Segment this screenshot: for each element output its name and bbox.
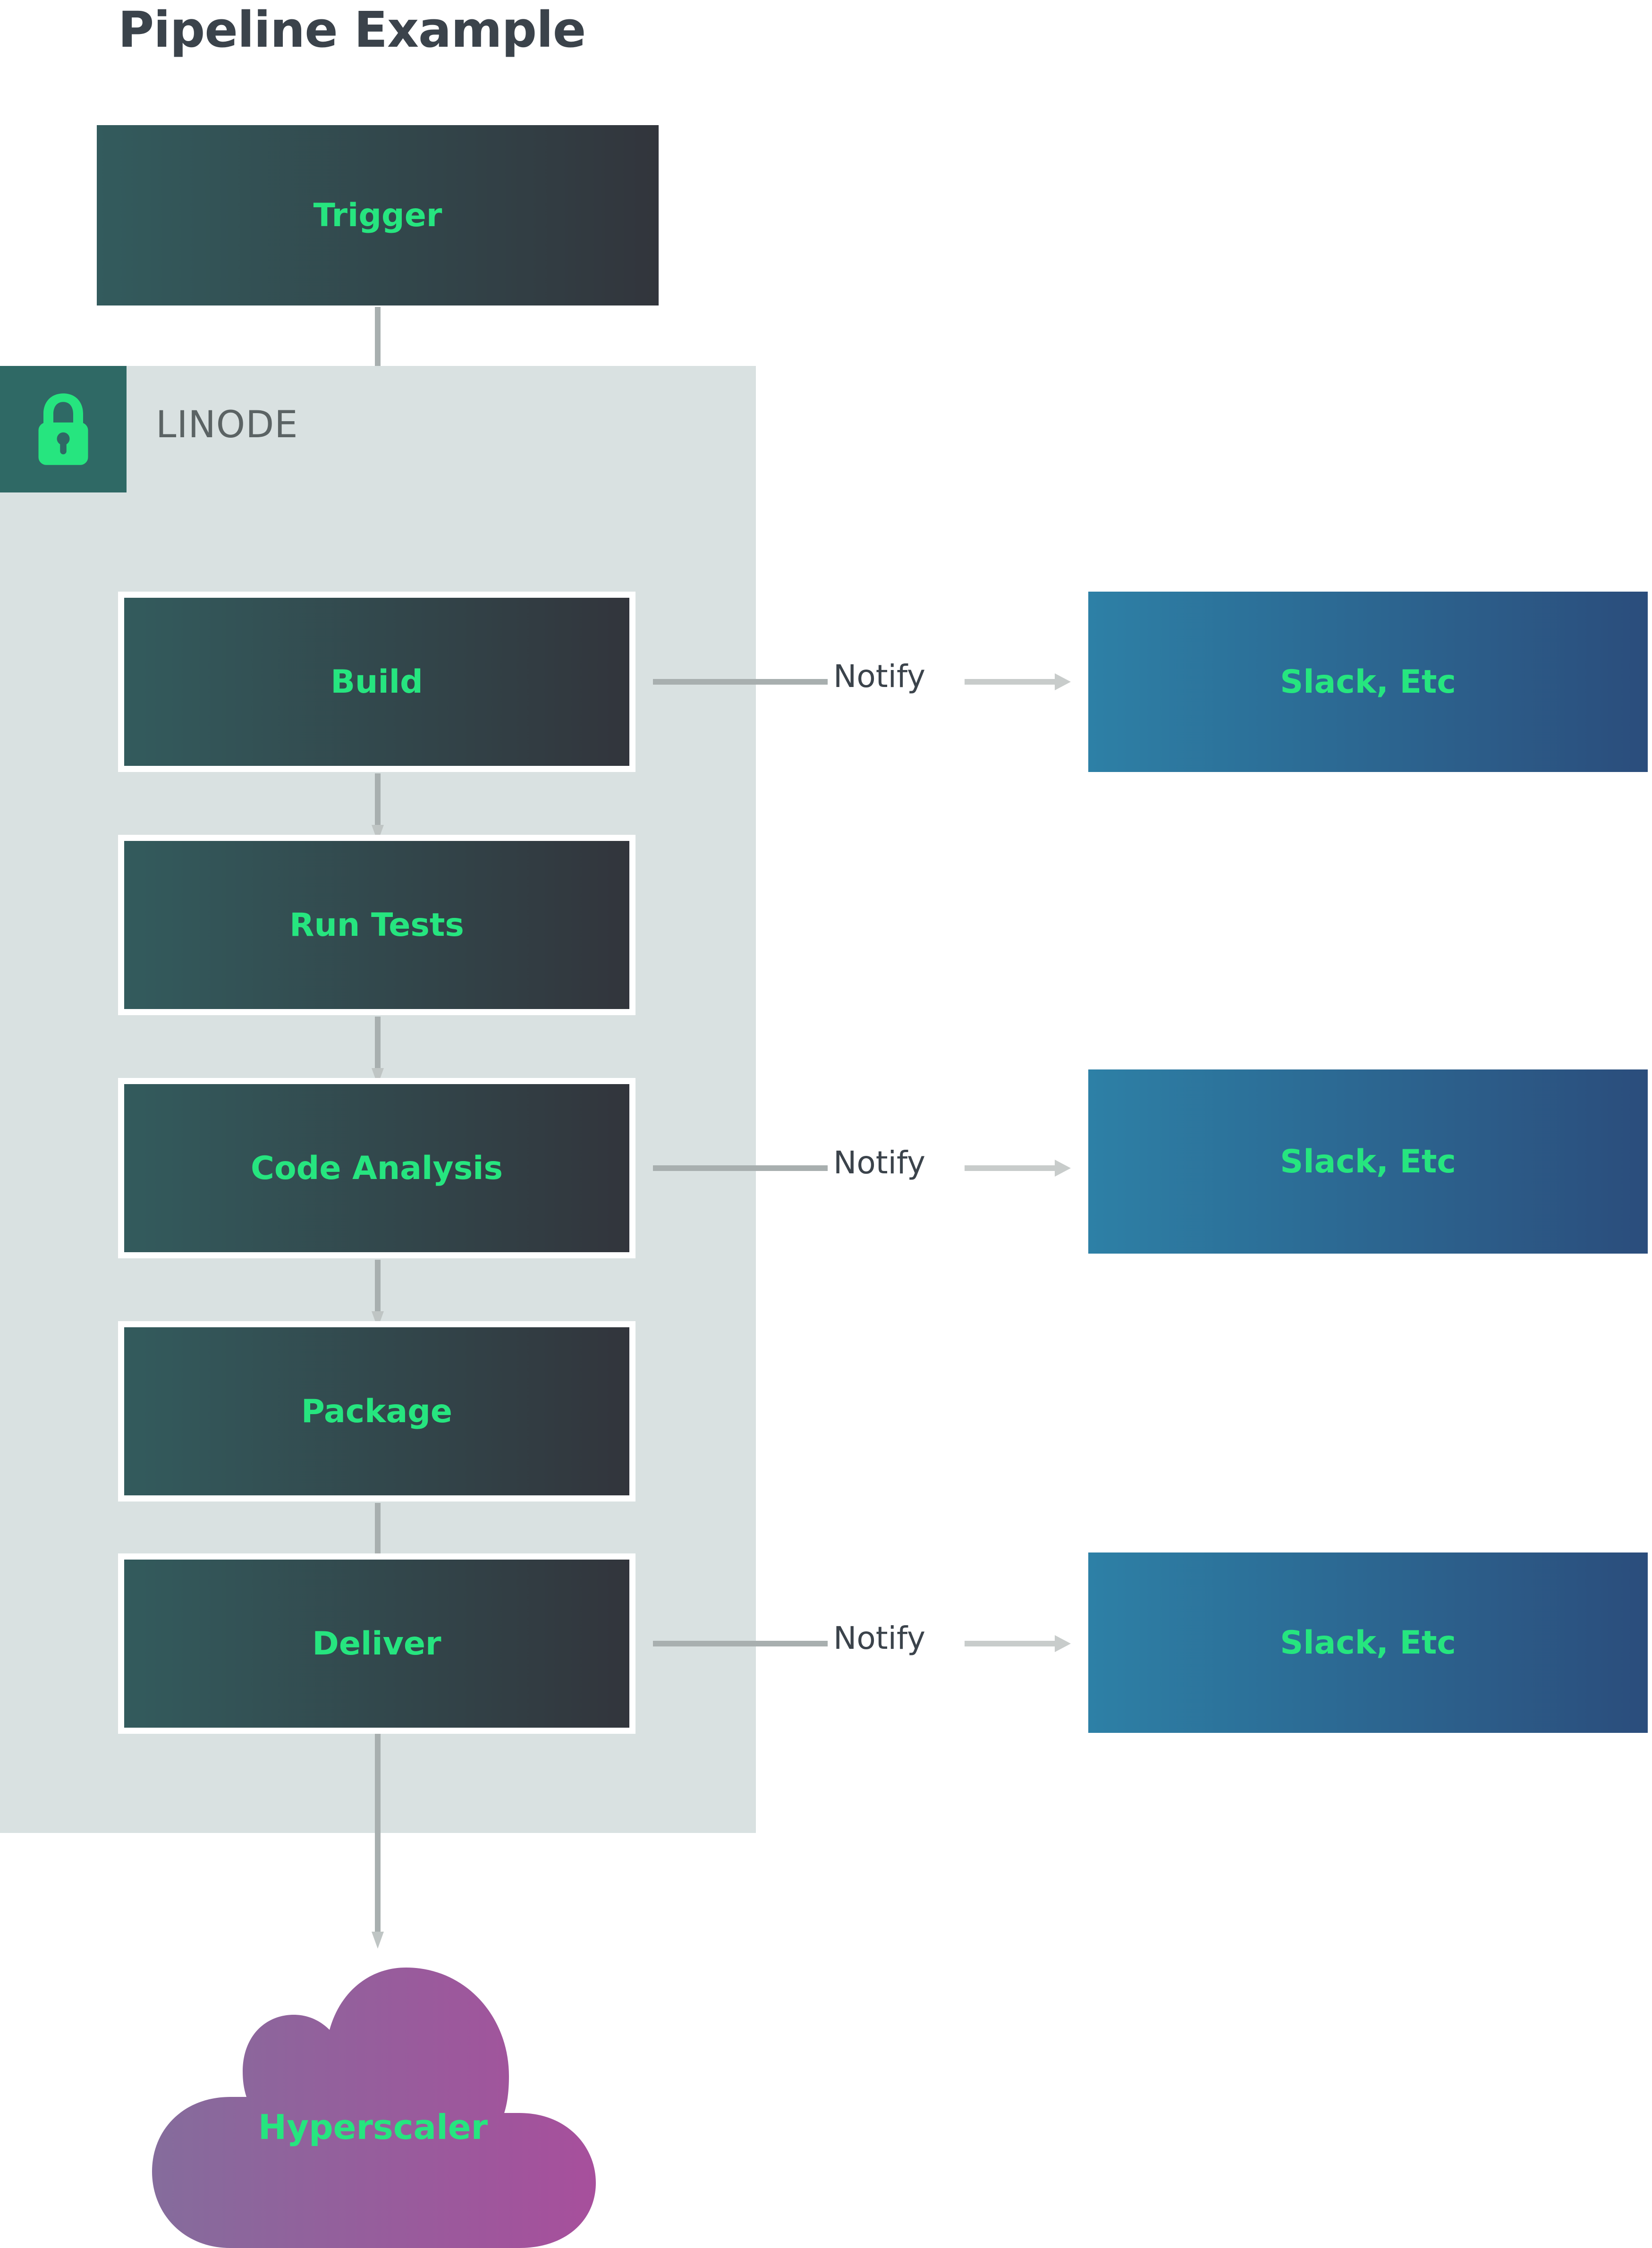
arrow-shaft — [375, 1503, 381, 1555]
arrow-shaft — [375, 1260, 381, 1312]
arrow-shaft — [375, 773, 381, 826]
node-package-fill — [124, 1327, 629, 1495]
sink-slack-build-fill — [1088, 592, 1648, 772]
node-code-analysis-label: Code Analysis — [251, 1149, 503, 1187]
arrow-head — [1055, 673, 1071, 690]
node-code-analysis-fill — [124, 1084, 629, 1252]
arrow-shaft — [965, 1641, 1057, 1646]
arrow-codeanalysis-to-package — [372, 1260, 384, 1328]
sink-slack-code-analysis-fill — [1088, 1069, 1648, 1254]
notify-label-deliver: Notify — [833, 1620, 926, 1656]
node-trigger[interactable]: Trigger — [97, 125, 659, 305]
node-build-fill — [124, 598, 629, 766]
sink-slack-deliver[interactable]: Slack, Etc — [1088, 1552, 1648, 1733]
node-build[interactable]: Build — [118, 592, 635, 772]
arrow-shaft — [965, 679, 1057, 685]
notify-arrow-code-analysis — [965, 1160, 1071, 1177]
node-deliver-fill — [124, 1560, 629, 1728]
sink-slack-deliver-label: Slack, Etc — [1280, 1624, 1456, 1662]
node-run-tests-fill — [124, 841, 629, 1009]
node-hyperscaler[interactable]: Hyperscaler — [142, 1924, 604, 2248]
notify-label-code-analysis: Notify — [833, 1145, 926, 1181]
node-code-analysis[interactable]: Code Analysis — [118, 1078, 635, 1258]
lock-icon — [38, 393, 88, 465]
node-trigger-label: Trigger — [313, 196, 442, 234]
arrow-deliver-to-hyperscaler — [372, 1734, 384, 1949]
arrow-head — [1055, 1635, 1071, 1652]
arrow-shaft — [375, 1017, 381, 1069]
notify-arrow-deliver — [965, 1635, 1071, 1652]
node-deliver-label: Deliver — [312, 1625, 441, 1663]
arrow-head — [372, 1932, 384, 1949]
arrow-head — [1055, 1160, 1071, 1177]
node-build-label: Build — [330, 663, 423, 701]
notify-label-build: Notify — [833, 658, 926, 695]
sink-slack-deliver-fill — [1088, 1552, 1648, 1733]
cloud-shape — [152, 1968, 596, 2248]
arrow-shaft — [375, 1734, 381, 1933]
notify-line-build — [653, 679, 828, 685]
node-run-tests-label: Run Tests — [289, 906, 464, 944]
notify-line-code-analysis — [653, 1165, 828, 1171]
sink-slack-build-label: Slack, Etc — [1280, 663, 1456, 701]
node-hyperscaler-label: Hyperscaler — [258, 2107, 488, 2147]
node-trigger-fill — [97, 125, 659, 305]
sink-slack-code-analysis-label: Slack, Etc — [1280, 1143, 1456, 1180]
sink-slack-code-analysis[interactable]: Slack, Etc — [1088, 1069, 1648, 1254]
arrow-runtests-to-codeanalysis — [372, 1017, 384, 1085]
node-deliver[interactable]: Deliver — [118, 1553, 635, 1734]
node-run-tests[interactable]: Run Tests — [118, 835, 635, 1015]
linode-zone-label: LINODE — [156, 404, 298, 446]
node-package-label: Package — [301, 1392, 453, 1430]
notify-line-deliver — [653, 1641, 828, 1646]
arrow-build-to-runtests — [372, 773, 384, 842]
page-title: Pipeline Example — [118, 1, 586, 59]
sink-slack-build[interactable]: Slack, Etc — [1088, 592, 1648, 772]
arrow-shaft — [965, 1165, 1057, 1171]
notify-arrow-build — [965, 673, 1071, 690]
linode-zone-badge — [0, 366, 127, 492]
node-package[interactable]: Package — [118, 1321, 635, 1501]
